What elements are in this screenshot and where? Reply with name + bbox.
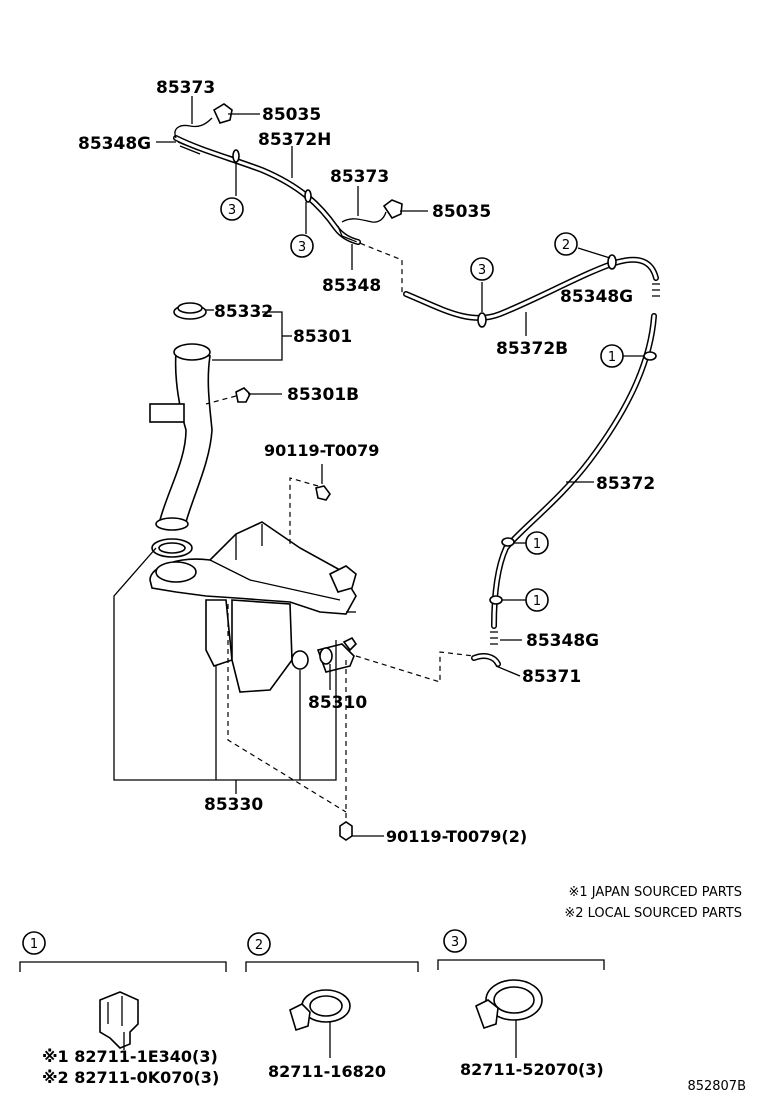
label-85348: 85348 <box>322 276 381 296</box>
legend-1-part-b: ※2 82711-0K070(3) <box>42 1068 219 1087</box>
legend-3-part: 82711-52070(3) <box>460 1060 604 1079</box>
note-japan: ※1 JAPAN SOURCED PARTS <box>568 885 742 900</box>
label-85301: 85301 <box>293 327 352 347</box>
legend-clamp-3: 3 82711-52070(3) <box>437 929 605 1079</box>
legend-3-number: 3 <box>451 935 459 950</box>
label-85301B: 85301B <box>287 385 359 405</box>
label-85332: 85332 <box>214 302 273 322</box>
label-85373-a: 85373 <box>156 78 215 98</box>
callout-circles: 3 3 3 2 1 1 1 <box>220 197 644 612</box>
filler-assembly <box>149 302 292 531</box>
label-85372: 85372 <box>596 474 655 494</box>
label-85348G-a: 85348G <box>78 134 151 154</box>
hose-85372B <box>351 239 660 336</box>
source-notes: ※1 JAPAN SOURCED PARTS ※2 LOCAL SOURCED … <box>564 885 742 921</box>
callout-1-a: 1 <box>608 350 616 365</box>
callout-2: 2 <box>562 238 570 253</box>
label-90119-bottom: 90119-T0079(2) <box>386 827 527 846</box>
legend-2-part: 82711-16820 <box>268 1062 386 1081</box>
bolt-90119-bottom <box>339 821 384 841</box>
hose-85372H-assembly <box>173 103 403 245</box>
diagram-id: 852807B <box>687 1079 746 1094</box>
leader-85330 <box>113 547 347 820</box>
label-85348G-c: 85348G <box>526 631 599 651</box>
callout-3-a: 3 <box>228 203 236 218</box>
label-85035-a: 85035 <box>262 105 321 125</box>
washer-pump-85310 <box>291 636 475 690</box>
legend-clamp-1: 1 ※1 82711-1E340(3) ※2 82711-0K070(3) <box>19 931 227 1087</box>
label-85035-b: 85035 <box>432 202 491 222</box>
bolt-90119-top <box>289 464 331 544</box>
callout-1-c: 1 <box>533 594 541 609</box>
callout-3-b: 3 <box>298 240 306 255</box>
label-85310: 85310 <box>308 693 367 713</box>
callout-3-c: 3 <box>478 263 486 278</box>
note-local: ※2 LOCAL SOURCED PARTS <box>564 906 742 921</box>
hose-85372 <box>489 313 657 645</box>
label-85372B: 85372B <box>496 339 568 359</box>
hose-85371 <box>471 653 521 677</box>
callout-1-b: 1 <box>533 537 541 552</box>
label-85348G-b: 85348G <box>560 287 633 307</box>
label-85371: 85371 <box>522 667 581 687</box>
legend-clamp-2: 2 82711-16820 <box>245 932 419 1081</box>
label-85372H: 85372H <box>258 130 331 150</box>
legend-2-number: 2 <box>255 938 263 953</box>
label-85373-b: 85373 <box>330 167 389 187</box>
part-labels: 85373 85035 85348G 85372H 85373 85035 85… <box>78 78 655 846</box>
label-90119-top: 90119-T0079 <box>264 441 379 460</box>
leader-lines-top <box>156 96 428 270</box>
washer-reservoir <box>149 521 357 693</box>
legend-1-part-a: ※1 82711-1E340(3) <box>42 1047 218 1066</box>
label-85330: 85330 <box>204 795 263 815</box>
legend-1-number: 1 <box>30 937 38 952</box>
